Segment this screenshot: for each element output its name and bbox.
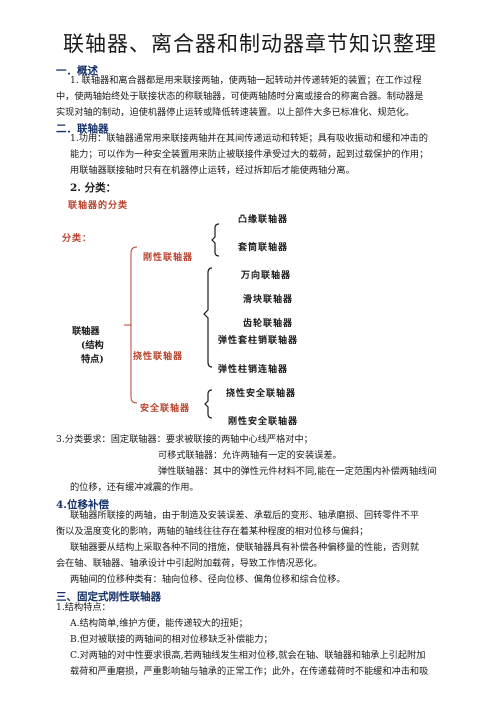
flex-item-0: 万向联轴器 <box>241 271 292 281</box>
s3-line-2: 可移式联轴器：允许两轴有一定的安装误差。 <box>158 450 342 461</box>
s2-line-0: 1.功用：联轴器通常用来联接两轴并在其间传递运动和转矩；具有吸收振动和缓和冲击的 <box>70 133 428 144</box>
rigid-brace <box>211 223 220 257</box>
root-label-line-2: (结构 <box>81 340 104 351</box>
safe-brace <box>204 389 213 419</box>
s2-line-2: 用联轴器联接轴时只有在机器停止运转，经过拆卸后才能使两轴分离。 <box>70 165 355 176</box>
s3-line-4: 的位移，还有缓冲减震的作用。 <box>70 482 199 493</box>
flex-item-3: 弹性套柱销联轴器 <box>218 336 299 346</box>
section-2-heading: 二．联轴器 <box>56 123 109 135</box>
s4-line-1: 衡以及温度变化的影响，两轴的轴线往往存在着某种程度的相对位移与偏斜； <box>56 526 369 537</box>
rigid-coupling-label: 刚性联轴器 <box>143 253 194 263</box>
s5-line-1: B.但对被联接的两轴间的相对位移缺乏补偿能力； <box>70 634 273 645</box>
s5-line-2: C.对两轴的对中性要求很高,若两轴线发生相对位移,就会在轴、联轴器和轴承上引起附… <box>70 650 426 661</box>
flex-brace <box>203 267 213 368</box>
s4-line-4: 两轴间的位移种类有：轴向位移、径向位移、偏角位移和综合位移。 <box>70 574 346 585</box>
s1-line-0: 1. 联轴器和离合器都是用来联接两轴，使两轴一起转动并传递转矩的装置；在工作过程 <box>70 75 422 86</box>
flex-coupling-label: 挠性联轴器 <box>133 352 184 362</box>
root-bracket-bottom <box>130 396 138 404</box>
s5-line-0: A.结构简单,维护方便，能传递较大的扭矩； <box>70 618 248 629</box>
s4-line-3: 会在轴、联轴器、轴承设计中引起附加载荷，导致工作情况恶化。 <box>56 558 323 569</box>
s5-line-3: 载荷和严重磨损，严重影响轴与轴承的正常工作；此外，在传递载荷时不能缓和冲击和吸 <box>70 666 429 677</box>
s4-line-0: 联轴器所联接的两轴，由于制造及安装误差、承载后的变形、轴承磨损、回转零件不平 <box>70 510 420 521</box>
s5-sub-heading: 1.结构特点： <box>56 602 111 613</box>
root-label-line-1: 联轴器 <box>72 326 100 337</box>
safe-item-1: 刚性安全联轴器 <box>228 417 299 427</box>
flex-item-4: 弹性柱销连轴器 <box>218 365 289 375</box>
rigid-item-1: 套筒联轴器 <box>238 243 289 253</box>
s1-line-1: 中，使两轴始终处于联接状态的称联轴器，可使两轴随时分离或接合的称离合器。制动器是 <box>56 91 424 102</box>
s3-line-3: 弹性联轴器：其中的弹性元件材料不同,能在一定范围内补偿两轴线间 <box>158 466 437 477</box>
diagram-fenlei-label: 分类： <box>62 234 93 244</box>
diagram-header: 联轴器的分类 <box>68 201 129 211</box>
root-bracket-top <box>130 246 138 254</box>
section-1-heading: 一．概述 <box>56 65 98 77</box>
flex-item-2: 齿轮联轴器 <box>243 319 294 329</box>
s5-heading: 三、固定式刚性联轴器 <box>56 591 161 603</box>
page-title: 联轴器、离合器和制动器章节知识整理 <box>63 32 437 56</box>
safe-item-0: 挠性安全联轴器 <box>226 389 297 399</box>
rigid-item-0: 凸缘联轴器 <box>238 215 289 225</box>
s2-sub-heading: 2. 分类： <box>70 182 117 194</box>
s3-line-1: 3.分类要求：固定联轴器：要求被联接的两轴中心线严格对中； <box>56 434 313 445</box>
s4-line-2: 联轴器要从结构上采取各种不同的措施，使联轴器具有补偿各种偏移量的性能，否则就 <box>70 542 420 553</box>
root-label-line-3: 特点) <box>81 354 104 365</box>
s4-heading: 4.位移补偿 <box>56 499 109 511</box>
s2-line-1: 能力；可以作为一种安全装置用来防止被联接件承受过大的载荷，起到过载保护的作用； <box>70 149 429 160</box>
s1-line-2: 实现对轴的制动，迫使机器停止运转或降低转速装置。以上部件大多已标准化、规范化。 <box>56 107 415 118</box>
flex-item-1: 滑块联轴器 <box>243 295 294 305</box>
safety-coupling-label: 安全联轴器 <box>140 404 191 414</box>
